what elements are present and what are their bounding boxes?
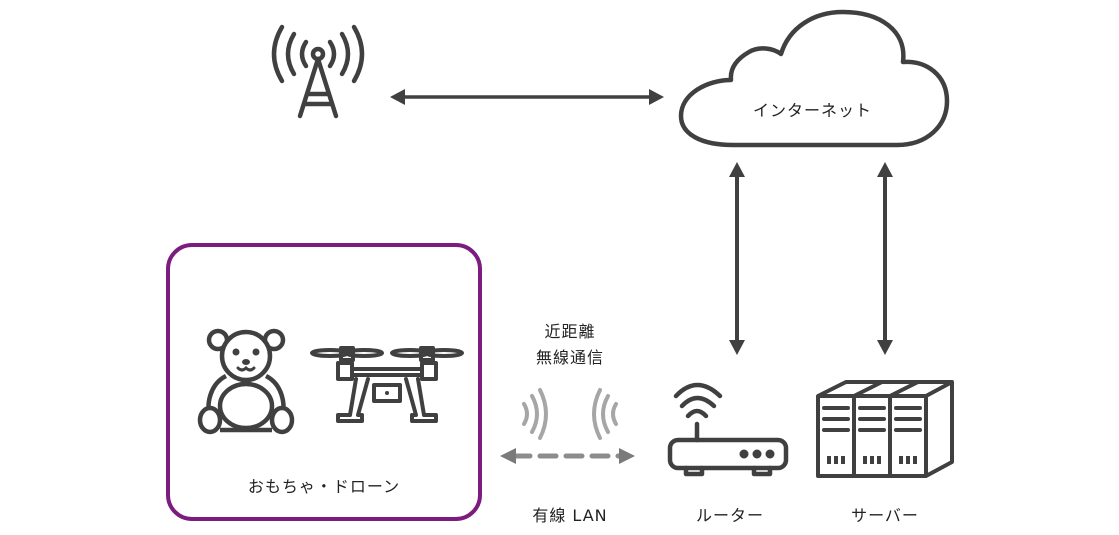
arrow-tower-internet <box>390 89 664 105</box>
devices-group-box <box>166 243 482 521</box>
internet-label: インターネット <box>752 101 872 120</box>
arrow-internet-server <box>877 162 893 355</box>
drone-icon <box>310 346 464 423</box>
cell-tower-icon <box>271 24 365 119</box>
router-label: ルーター <box>695 506 764 525</box>
wired-lan-label: 有線 LAN <box>532 506 608 525</box>
arrow-devices-router-dashed <box>500 448 635 464</box>
teddy-bear-icon <box>197 328 295 435</box>
cloud-icon <box>678 9 950 148</box>
server-label: サーバー <box>851 506 919 525</box>
arrow-internet-router <box>729 162 745 355</box>
wireless-label-line2: 無線通信 <box>535 348 604 367</box>
wireless-label-line1: 近距離 <box>544 322 596 341</box>
server-rack-icon <box>816 380 954 478</box>
wireless-waves-icon <box>522 388 618 440</box>
devices-label: おもちゃ・ドローン <box>247 477 401 496</box>
wifi-router-icon <box>667 382 789 477</box>
